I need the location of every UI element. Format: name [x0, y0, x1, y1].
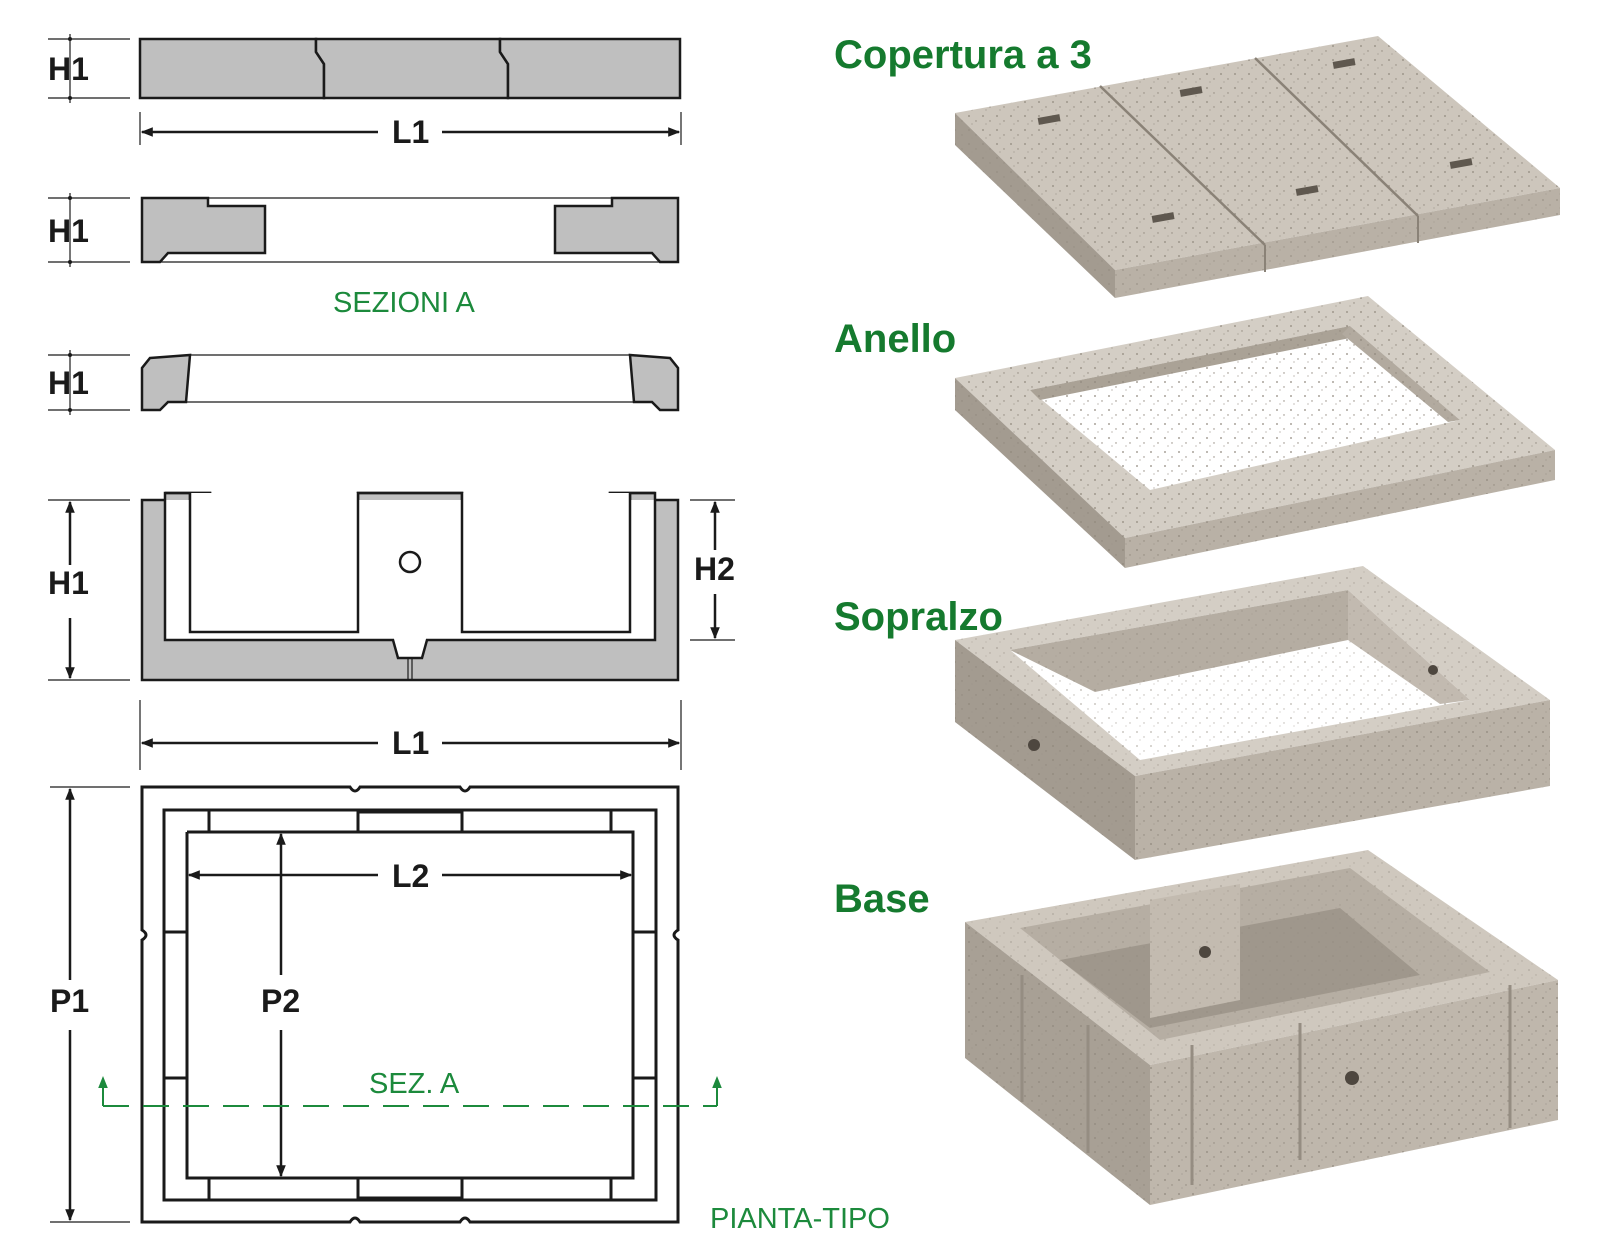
label-base: Base: [834, 877, 930, 921]
dim-h2-base: H2: [694, 551, 735, 587]
label-copertura: Copertura a 3: [834, 33, 1092, 77]
cover-section-shape: [138, 37, 326, 100]
section-base: H1 H2 L1: [48, 491, 735, 770]
dim-h1-cover: H1: [48, 51, 89, 87]
section-cover: H1 L1: [48, 34, 682, 150]
caption-pianta-tipo: PIANTA-TIPO: [710, 1203, 890, 1235]
ring-section-left: [140, 196, 267, 264]
section-ring: H1 SEZIONI A: [48, 193, 680, 319]
base-section-hole: [398, 550, 422, 574]
dim-l2: L2: [392, 858, 429, 894]
plan-outer-outline: [140, 785, 680, 1224]
cover-section-shape-mid: [314, 37, 510, 100]
caption-sez-a: SEZ. A: [369, 1068, 460, 1100]
caption-sezioni-a: SEZIONI A: [333, 287, 475, 319]
dim-h1-riser: H1: [48, 365, 89, 401]
render-cover: Copertura a 3: [834, 33, 1560, 298]
plan-middle-outline: [162, 808, 658, 1202]
riser-section-left: [140, 353, 192, 412]
dim-l1-top: L1: [392, 114, 429, 150]
plan-view: L2 P2 P1 SEZ. A PIANTA-TIPO: [50, 785, 890, 1235]
dim-h1-base: H1: [48, 565, 89, 601]
render-ring: Anello: [834, 296, 1555, 568]
render-base: Base: [834, 850, 1558, 1205]
dim-h1-ring: H1: [48, 213, 89, 249]
section-riser: H1: [48, 350, 680, 415]
label-sopralzo: Sopralzo: [834, 595, 1003, 639]
dim-l1-plan: L1: [392, 725, 429, 761]
label-anello: Anello: [834, 317, 956, 361]
dim-p1: P1: [50, 983, 89, 1019]
ring-section-right: [553, 196, 680, 264]
riser-section-right: [628, 353, 680, 412]
render-riser: Sopralzo: [834, 566, 1550, 860]
cover-section-shape-right: [498, 37, 682, 100]
dim-p2: P2: [261, 983, 300, 1019]
